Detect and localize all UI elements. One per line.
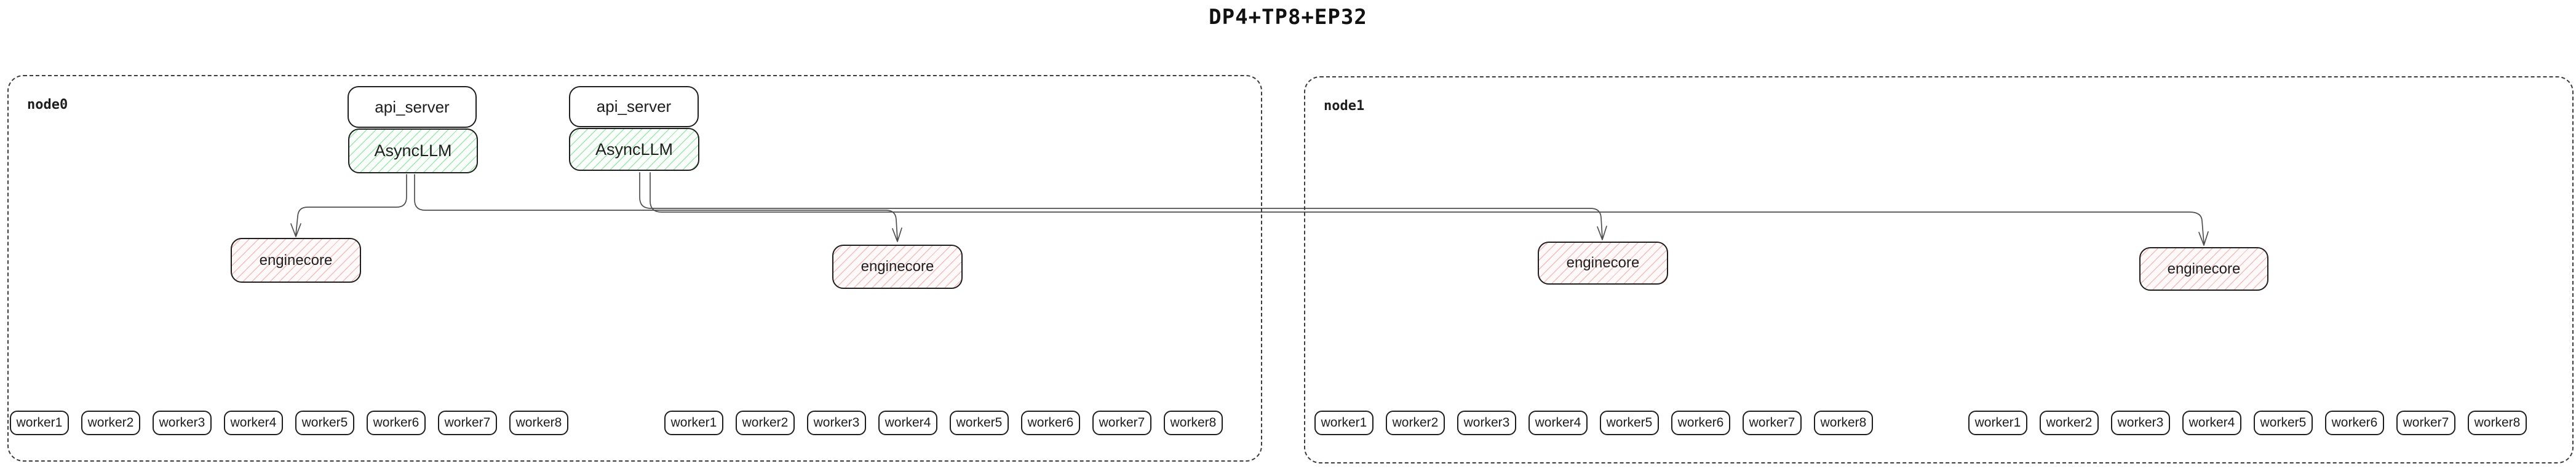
worker-box: worker8 [2468,411,2527,435]
worker-box: worker5 [950,411,1009,435]
worker-box: worker4 [224,411,283,435]
worker-box: worker4 [2182,411,2241,435]
worker-box: worker6 [1671,411,1730,435]
worker-box: worker6 [1021,411,1080,435]
worker-box: worker2 [736,411,795,435]
worker-box: worker7 [438,411,497,435]
asyncllm-box: AsyncLLM [348,128,478,173]
worker-box: worker6 [2325,411,2384,435]
api-server-box: api_server [348,86,477,128]
connection-arrow [639,172,1607,240]
worker-box: worker4 [878,411,937,435]
enginecore-box: enginecore [2139,247,2268,291]
node0-label: node0 [27,97,68,112]
asyncllm-box: AsyncLLM [569,128,699,171]
page-title: DP4+TP8+EP32 [1209,5,1367,30]
enginecore-box: enginecore [832,245,963,289]
worker-group: worker1 worker2 worker3 worker4 worker5 worke… [1314,411,1873,435]
connection-arrow [650,172,2209,246]
worker-box: worker3 [807,411,866,435]
worker-box: worker5 [1600,411,1659,435]
worker-group: worker1 worker2 worker3 worker4 worker5 worke… [1968,411,2527,435]
worker-box: worker6 [367,411,426,435]
worker-box: worker7 [2396,411,2455,435]
worker-box: worker1 [1314,411,1373,435]
worker-box: worker3 [2111,411,2170,435]
worker-box: worker2 [81,411,140,435]
worker-box: worker4 [1529,411,1588,435]
worker-box: worker2 [2040,411,2099,435]
api-server-box: api_server [569,86,699,127]
node1-box: node1 [1304,76,2574,463]
node1-label: node1 [1324,98,1365,114]
worker-group: worker1 worker2 worker3 worker4 worker5 worke… [664,411,1223,435]
worker-box: worker8 [509,411,568,435]
worker-box: worker7 [1743,411,1802,435]
enginecore-box: enginecore [1538,242,1668,285]
connection-arrow [290,174,407,237]
worker-group: worker1 worker2 worker3 worker4 worker5 worke… [10,411,568,435]
worker-box: worker1 [10,411,69,435]
worker-box: worker8 [1814,411,1873,435]
connection-arrow [414,174,902,242]
worker-box: worker1 [664,411,723,435]
worker-box: worker5 [295,411,354,435]
worker-box: worker8 [1164,411,1223,435]
worker-box: worker3 [1457,411,1516,435]
worker-box: worker1 [1968,411,2027,435]
enginecore-box: enginecore [231,238,361,283]
node0-box: node0 [7,75,1262,462]
worker-box: worker5 [2254,411,2313,435]
worker-box: worker2 [1386,411,1445,435]
worker-box: worker3 [153,411,212,435]
worker-box: worker7 [1092,411,1151,435]
